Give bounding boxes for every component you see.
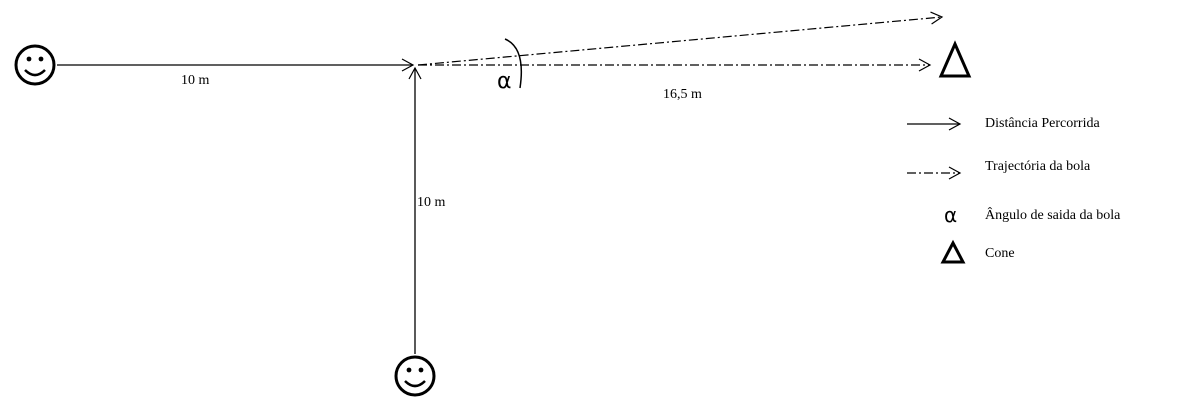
- player-left-icon: [14, 44, 56, 86]
- angle-alpha-label: α: [497, 69, 512, 94]
- cone-icon: [938, 40, 972, 78]
- legend-label-trajectory: Trajectória da bola: [985, 159, 1091, 174]
- player-bottom-icon: [394, 355, 436, 397]
- legend-label-angle: Ângulo de saida da bola: [985, 208, 1121, 223]
- legend-alpha-icon: α: [944, 203, 958, 227]
- cone-distance-label: 16,5 m: [663, 87, 702, 102]
- legend-label-distance: Distância Percorrida: [985, 116, 1100, 131]
- ball-trajectory-angled-arrow: [417, 11, 944, 66]
- vertical-distance-label: 10 m: [417, 195, 446, 210]
- horizontal-distance-label: 10 m: [181, 73, 210, 88]
- legend-label-cone: Cone: [985, 246, 1015, 261]
- legend-cone-icon: [940, 239, 966, 264]
- angle-arc: [504, 38, 523, 89]
